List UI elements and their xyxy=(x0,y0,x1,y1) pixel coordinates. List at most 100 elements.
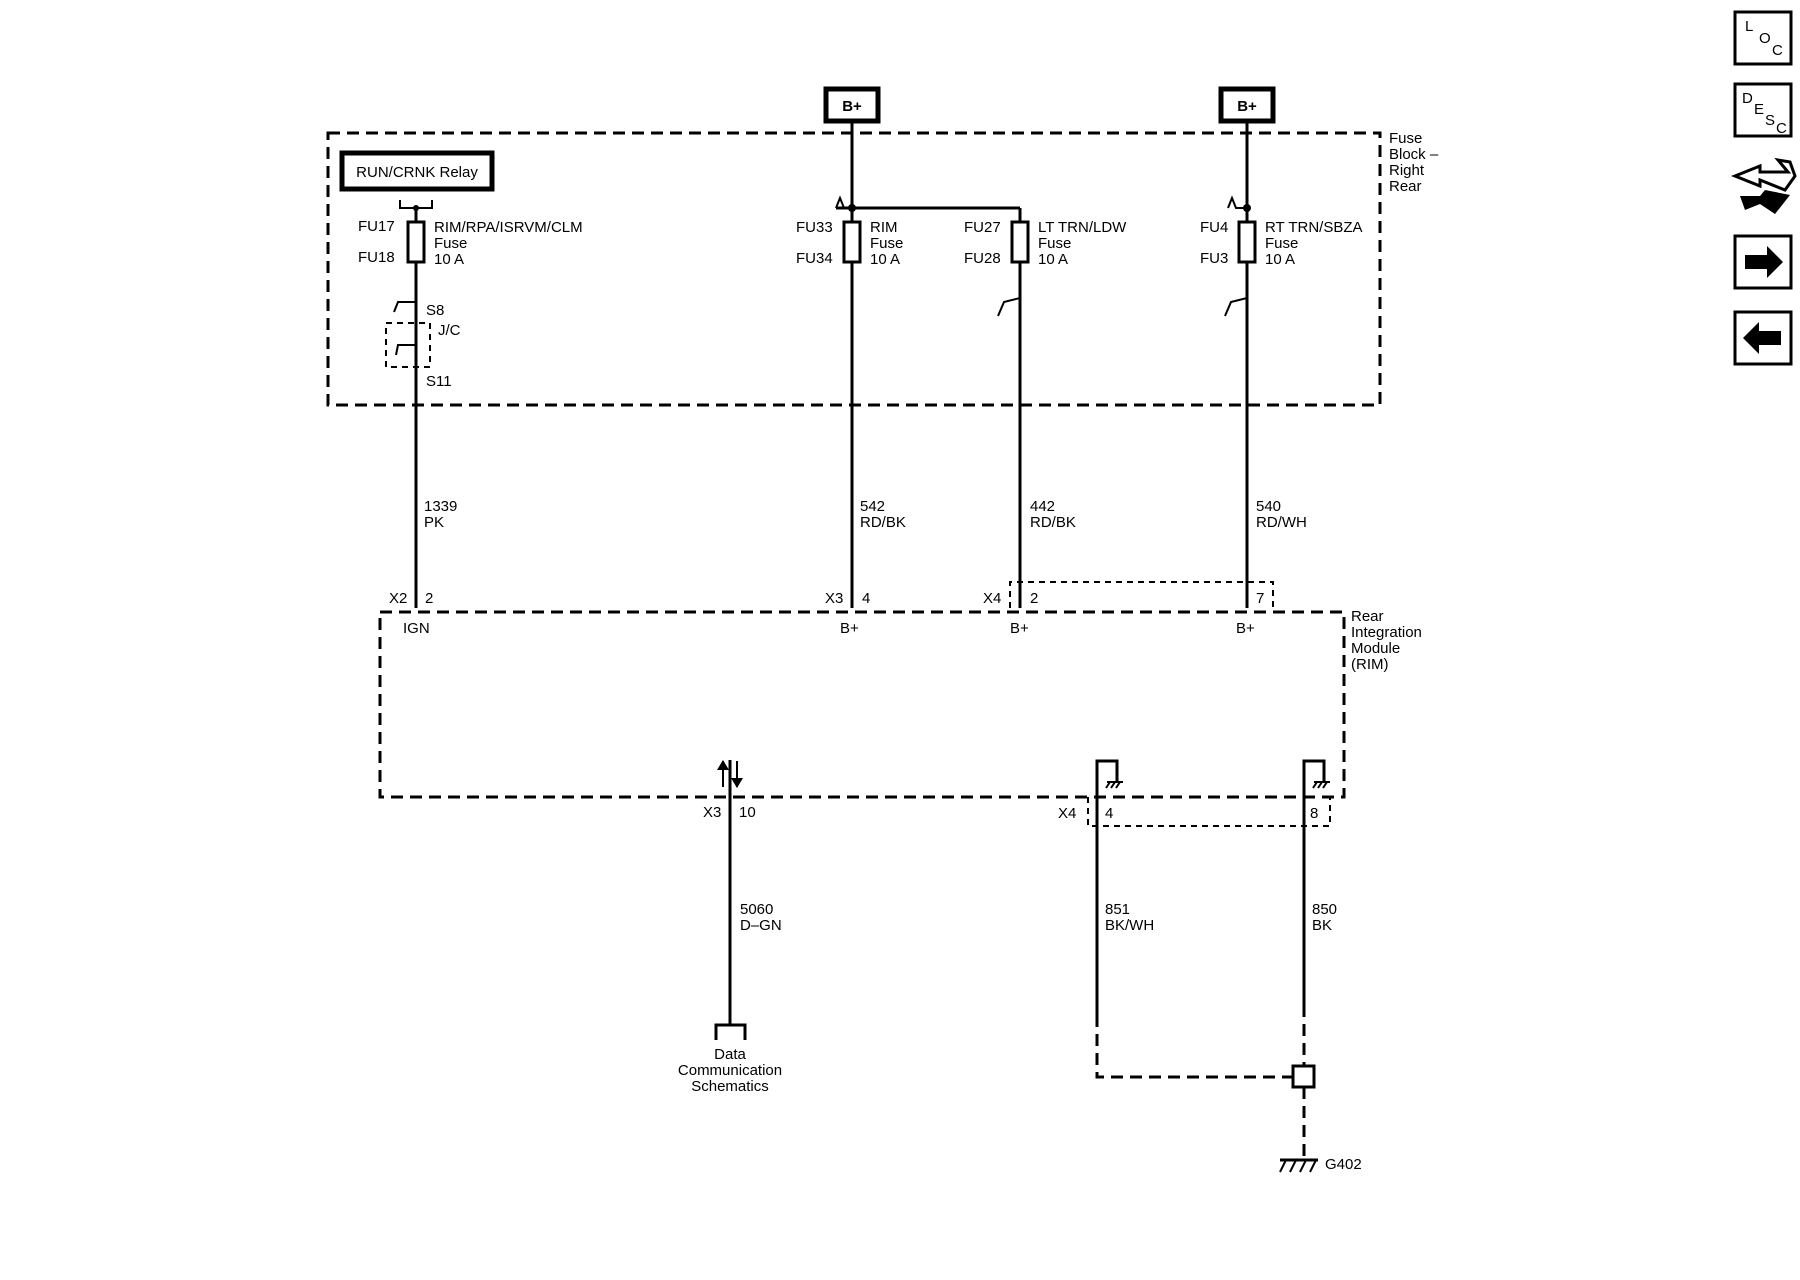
svg-text:Fuse: Fuse xyxy=(1389,130,1422,147)
svg-text:(RIM): (RIM) xyxy=(1351,656,1389,673)
wire-circuit: 5060 xyxy=(740,901,773,918)
svg-text:Data: Data xyxy=(714,1046,746,1063)
svg-text:Integration: Integration xyxy=(1351,624,1422,641)
circuit-542 xyxy=(842,208,862,608)
svg-text:O: O xyxy=(1759,30,1771,47)
connector-id: X4 xyxy=(983,590,1001,607)
wire-color: RD/BK xyxy=(860,514,906,531)
splice-s8: S8 xyxy=(426,302,444,319)
x4-connector-shell-bottom xyxy=(1087,797,1331,827)
svg-text:Schematics: Schematics xyxy=(691,1078,769,1095)
fuse-bottom-id: FU34 xyxy=(796,250,833,267)
b-plus-source-1: B+ xyxy=(823,86,881,124)
svg-text:RUN/CRNK Relay: RUN/CRNK Relay xyxy=(356,164,478,181)
fuse-rating: 10 A xyxy=(1038,251,1068,268)
wire-circuit: 850 xyxy=(1312,901,1337,918)
wire-circuit: 540 xyxy=(1256,498,1281,515)
fuse-top-id: FU27 xyxy=(964,219,1001,236)
connector-id: X3 xyxy=(825,590,843,607)
pin-function: IGN xyxy=(403,620,430,637)
wire-color: PK xyxy=(424,514,444,531)
connector-pin: 10 xyxy=(739,804,756,821)
loc-button[interactable]: L O C xyxy=(1733,10,1793,66)
fuse-block-outline xyxy=(326,131,1382,407)
pin-function: B+ xyxy=(1010,620,1029,637)
fuse-top-id: FU4 xyxy=(1200,219,1228,236)
ground-label: G402 xyxy=(1325,1156,1362,1173)
rim-module-outline xyxy=(378,610,1346,799)
fuse-name: RIM xyxy=(870,219,898,236)
svg-text:C: C xyxy=(1772,42,1783,59)
svg-text:Right: Right xyxy=(1389,162,1425,179)
connector-id: X3 xyxy=(703,804,721,821)
circuit-851 xyxy=(1095,759,1292,1079)
ground-splice xyxy=(1291,1064,1316,1089)
data-communication-link[interactable]: Data Communication Schematics xyxy=(678,1046,782,1095)
junction-jc: J/C xyxy=(438,322,461,339)
connector-pin: 4 xyxy=(862,590,870,607)
wire-color: BK/WH xyxy=(1105,917,1154,934)
splice-s11: S11 xyxy=(426,373,452,390)
run-crnk-relay: RUN/CRNK Relay xyxy=(339,150,495,192)
circuit-442 xyxy=(997,220,1030,608)
next-page-button[interactable] xyxy=(1733,234,1793,290)
fuse-rating: 10 A xyxy=(1265,251,1295,268)
desc-button[interactable]: D E S C xyxy=(1733,82,1793,138)
fuse-block-label: Fuse Block – Right Rear xyxy=(1389,130,1439,195)
svg-text:D: D xyxy=(1742,90,1753,107)
svg-text:Rear: Rear xyxy=(1351,608,1384,625)
b-plus-label: B+ xyxy=(842,98,862,115)
wire-color: BK xyxy=(1312,917,1332,934)
fuse-type: Fuse xyxy=(434,235,467,252)
circuit-5060 xyxy=(714,760,747,1040)
svg-text:Communication: Communication xyxy=(678,1062,782,1079)
wire-circuit: 1339 xyxy=(424,498,457,515)
fuse-bottom-id: FU28 xyxy=(964,250,1001,267)
svg-text:S: S xyxy=(1765,112,1775,129)
fuse-bottom-id: FU18 xyxy=(358,249,395,266)
connector-view-icon[interactable] xyxy=(1730,157,1797,214)
svg-text:Block –: Block – xyxy=(1389,146,1439,163)
wire-circuit: 542 xyxy=(860,498,885,515)
wire-circuit: 442 xyxy=(1030,498,1055,515)
b-plus-bus xyxy=(835,121,1022,222)
fuse-top-id: FU17 xyxy=(358,218,395,235)
svg-text:Rear: Rear xyxy=(1389,178,1422,195)
circuit-540 xyxy=(1224,121,1257,608)
arrow-right-icon xyxy=(1745,246,1783,278)
wire-color: RD/BK xyxy=(1030,514,1076,531)
b-plus-label: B+ xyxy=(1237,98,1257,115)
circuit-850 xyxy=(1279,759,1330,1173)
circuit-1339 xyxy=(385,200,433,608)
wire-color: RD/WH xyxy=(1256,514,1307,531)
connector-pin: 8 xyxy=(1310,805,1318,822)
fuse-name: LT TRN/LDW xyxy=(1038,219,1127,236)
svg-text:L: L xyxy=(1745,18,1753,35)
fuse-type: Fuse xyxy=(870,235,903,252)
fuse-name: RIM/RPA/ISRVM/CLM xyxy=(434,219,583,236)
connector-id: X2 xyxy=(389,590,407,607)
connector-pin: 4 xyxy=(1105,805,1113,822)
fuse-top-id: FU33 xyxy=(796,219,833,236)
wire-circuit: 851 xyxy=(1105,901,1130,918)
x4-connector-shell-top xyxy=(1009,581,1274,608)
wire-color: D–GN xyxy=(740,917,782,934)
connector-pin: 7 xyxy=(1256,590,1264,607)
svg-text:C: C xyxy=(1776,120,1787,137)
fuse-bottom-id: FU3 xyxy=(1200,250,1228,267)
fuse-type: Fuse xyxy=(1265,235,1298,252)
connector-id: X4 xyxy=(1058,805,1076,822)
connector-pin: 2 xyxy=(1030,590,1038,607)
svg-text:Module: Module xyxy=(1351,640,1400,657)
svg-text:E: E xyxy=(1754,101,1764,118)
b-plus-source-2: B+ xyxy=(1218,86,1276,124)
previous-page-button[interactable] xyxy=(1733,310,1793,366)
fuse-type: Fuse xyxy=(1038,235,1071,252)
pin-function: B+ xyxy=(840,620,859,637)
rim-module-label: Rear Integration Module (RIM) xyxy=(1351,608,1422,673)
fuse-rating: 10 A xyxy=(870,251,900,268)
arrow-left-icon xyxy=(1743,322,1781,354)
pin-function: B+ xyxy=(1236,620,1255,637)
connector-pin: 2 xyxy=(425,590,433,607)
